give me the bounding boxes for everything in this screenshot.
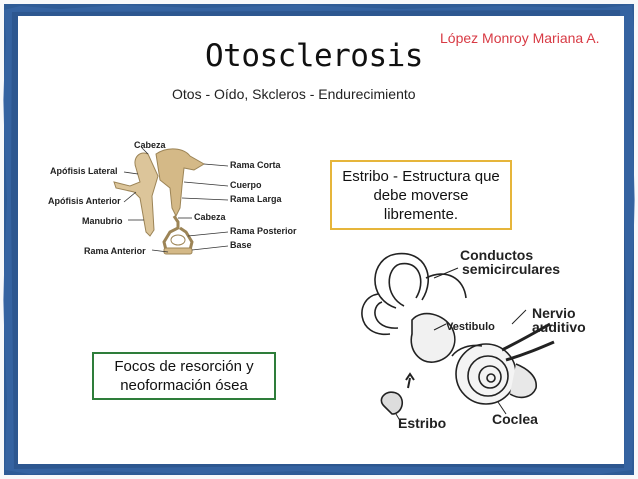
label-vestibulo: Vestibulo: [446, 321, 495, 333]
slide-title: Otosclerosis: [205, 38, 423, 74]
label-cuerpo: Cuerpo: [230, 180, 262, 190]
label-coclea: Coclea: [492, 411, 538, 427]
inner-ear-illustration: [361, 252, 555, 415]
foci-callout: Focos de resorción y neoformación ósea: [92, 352, 276, 400]
ossicles-leader-lines: [123, 147, 229, 253]
inner-ear-leader-lines: [395, 267, 527, 425]
label-conductos: Conductos: [460, 247, 533, 263]
label-rama-corta: Rama Corta: [230, 160, 282, 170]
label-cabeza-malleus: Cabeza: [134, 140, 167, 150]
label-auditivo: auditivo: [532, 319, 586, 335]
ossicles-illustration: [113, 148, 205, 255]
author-name: López Monroy Mariana A.: [440, 30, 600, 46]
ossicles-figure: Cabeza Apófisis Lateral Apófisis Anterio…: [48, 140, 297, 256]
stirrup-callout: Estribo - Estructura que debe moverse li…: [330, 160, 512, 230]
label-rama-larga: Rama Larga: [230, 194, 283, 204]
label-base: Base: [230, 240, 252, 250]
label-nervio: Nervio: [532, 305, 576, 321]
label-apofisis-lateral: Apófisis Lateral: [50, 166, 118, 176]
inner-ear-figure: Conductos semicirculares Nervio auditivo…: [361, 247, 586, 431]
label-rama-anterior: Rama Anterior: [84, 246, 146, 256]
label-semicirculares: semicirculares: [462, 261, 560, 277]
label-manubrio: Manubrio: [82, 216, 123, 226]
slide-subtitle: Otos - Oído, Skcleros - Endurecimiento: [172, 86, 416, 102]
label-apofisis-anterior: Apófisis Anterior: [48, 196, 121, 206]
label-cabeza-stapes: Cabeza: [194, 212, 227, 222]
label-rama-posterior: Rama Posterior: [230, 226, 297, 236]
label-estribo: Estribo: [398, 415, 446, 431]
